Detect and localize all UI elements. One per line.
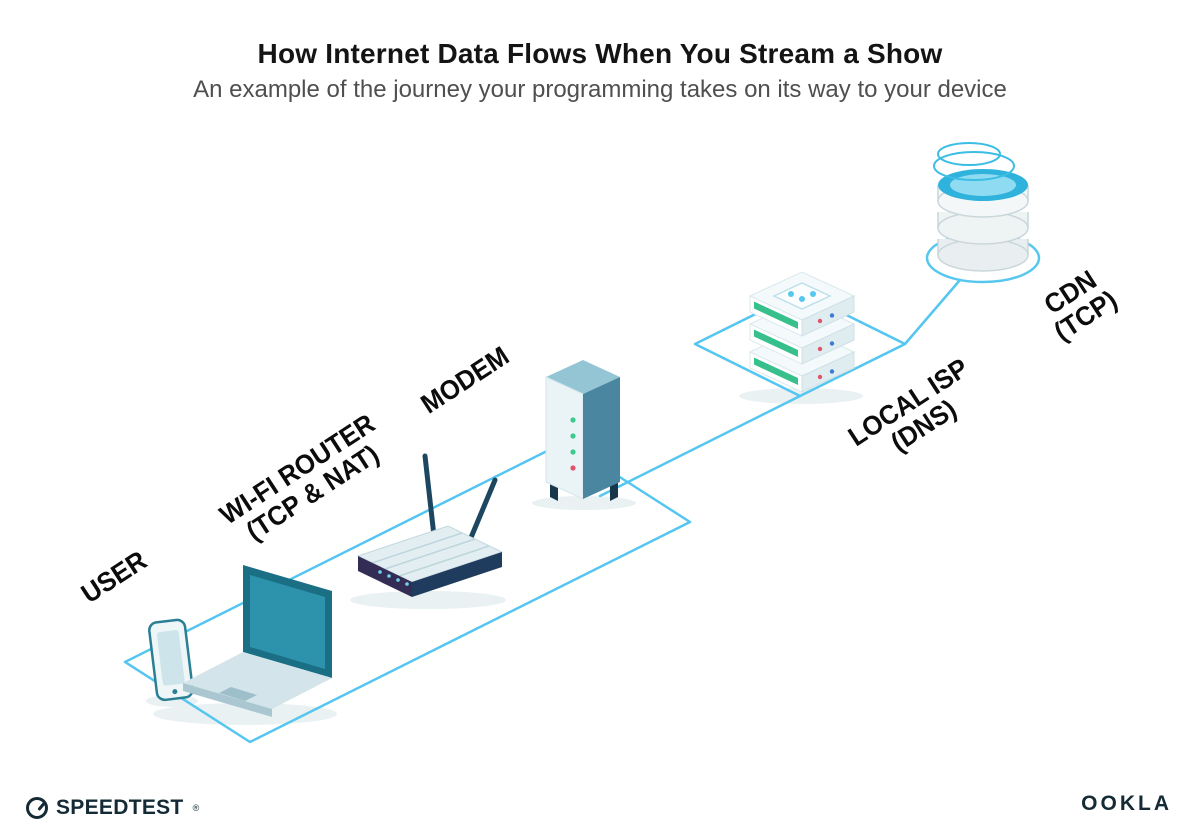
speedtest-gauge-icon	[26, 797, 48, 819]
cdn-ring-icon	[933, 151, 1015, 181]
modem-to-isp-line	[598, 394, 802, 498]
laptop-icon	[183, 565, 332, 717]
isp-to-cdn-line	[903, 278, 962, 346]
wifi-router-icon	[356, 453, 504, 597]
ookla-wordmark: OOKLA	[1081, 792, 1172, 815]
speedtest-logo: SPEEDTEST ®	[26, 796, 199, 820]
page-title: How Internet Data Flows When You Stream …	[257, 38, 943, 69]
server-top-panel	[772, 282, 832, 310]
user-loop-line	[123, 440, 692, 744]
isp-server-icon	[748, 271, 856, 393]
cdn-tier	[937, 238, 1029, 272]
phone-icon	[148, 618, 194, 702]
cdn-ring-icon	[937, 142, 1001, 166]
page-subtitle: An example of the journey your programmi…	[193, 76, 1007, 103]
cdn-database-icon	[925, 142, 1041, 284]
modem-icon	[545, 360, 620, 501]
speedtest-wordmark: SPEEDTEST	[56, 796, 184, 819]
speedtest-trademark: ®	[192, 803, 200, 813]
cdn-tier	[937, 211, 1029, 245]
